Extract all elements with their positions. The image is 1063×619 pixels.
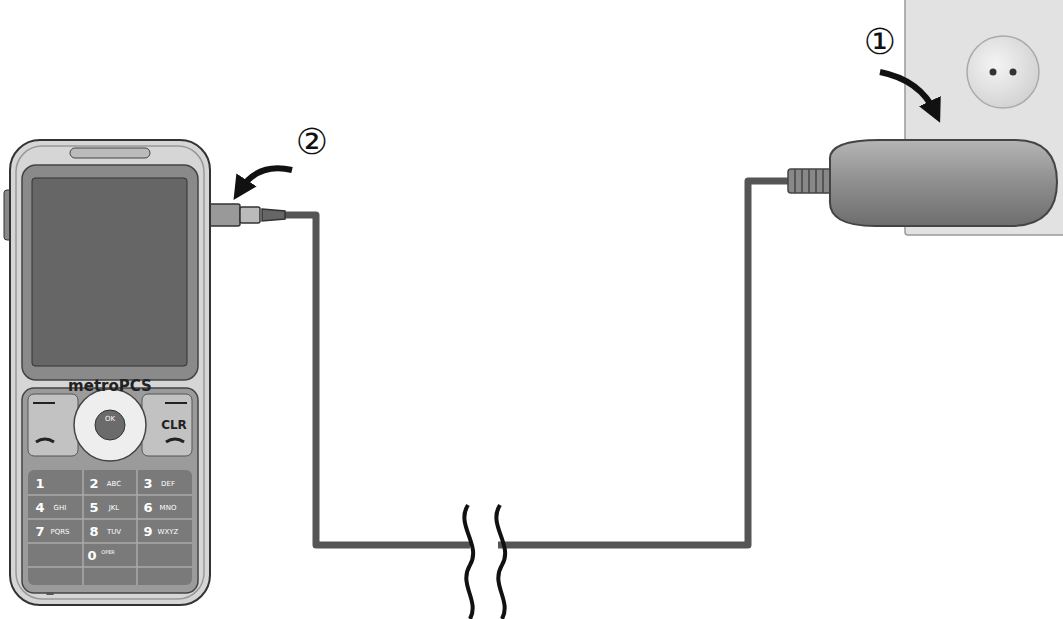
key-label: 0 <box>87 549 96 562</box>
key-label: DEF <box>161 481 175 488</box>
key-label: CLR <box>161 419 187 431</box>
direction-arrow <box>240 168 292 190</box>
cable-break <box>464 505 505 619</box>
key-label: 4 <box>35 501 44 514</box>
key-label: 1 <box>35 477 44 490</box>
key-label: ABC <box>107 481 121 488</box>
key-label: JKL <box>109 505 120 512</box>
key-label: 3 <box>143 477 152 490</box>
key-label: GHI <box>54 505 67 512</box>
brand-logo: metroPCS <box>68 379 152 394</box>
key-label: 8 <box>89 525 98 538</box>
key-label: 6 <box>143 501 152 514</box>
mobile-phone <box>4 140 285 605</box>
key-label: MNO <box>160 505 177 512</box>
key-label: 9 <box>143 525 152 538</box>
key-label: 2 <box>89 477 98 490</box>
callout-number: ② <box>296 124 328 160</box>
direction-arrow <box>880 72 935 112</box>
charger-adapter <box>788 140 1057 226</box>
key-label: TUV <box>107 529 121 536</box>
key-label: 5 <box>89 501 98 514</box>
key-label: 7 <box>35 525 44 538</box>
callout-number: ① <box>864 24 896 60</box>
key-label: OK <box>105 416 115 423</box>
charger-cable <box>285 181 795 545</box>
key-label: PQRS <box>50 529 69 536</box>
key-label: OPER <box>101 550 115 555</box>
key-label: WXYZ <box>158 529 179 536</box>
